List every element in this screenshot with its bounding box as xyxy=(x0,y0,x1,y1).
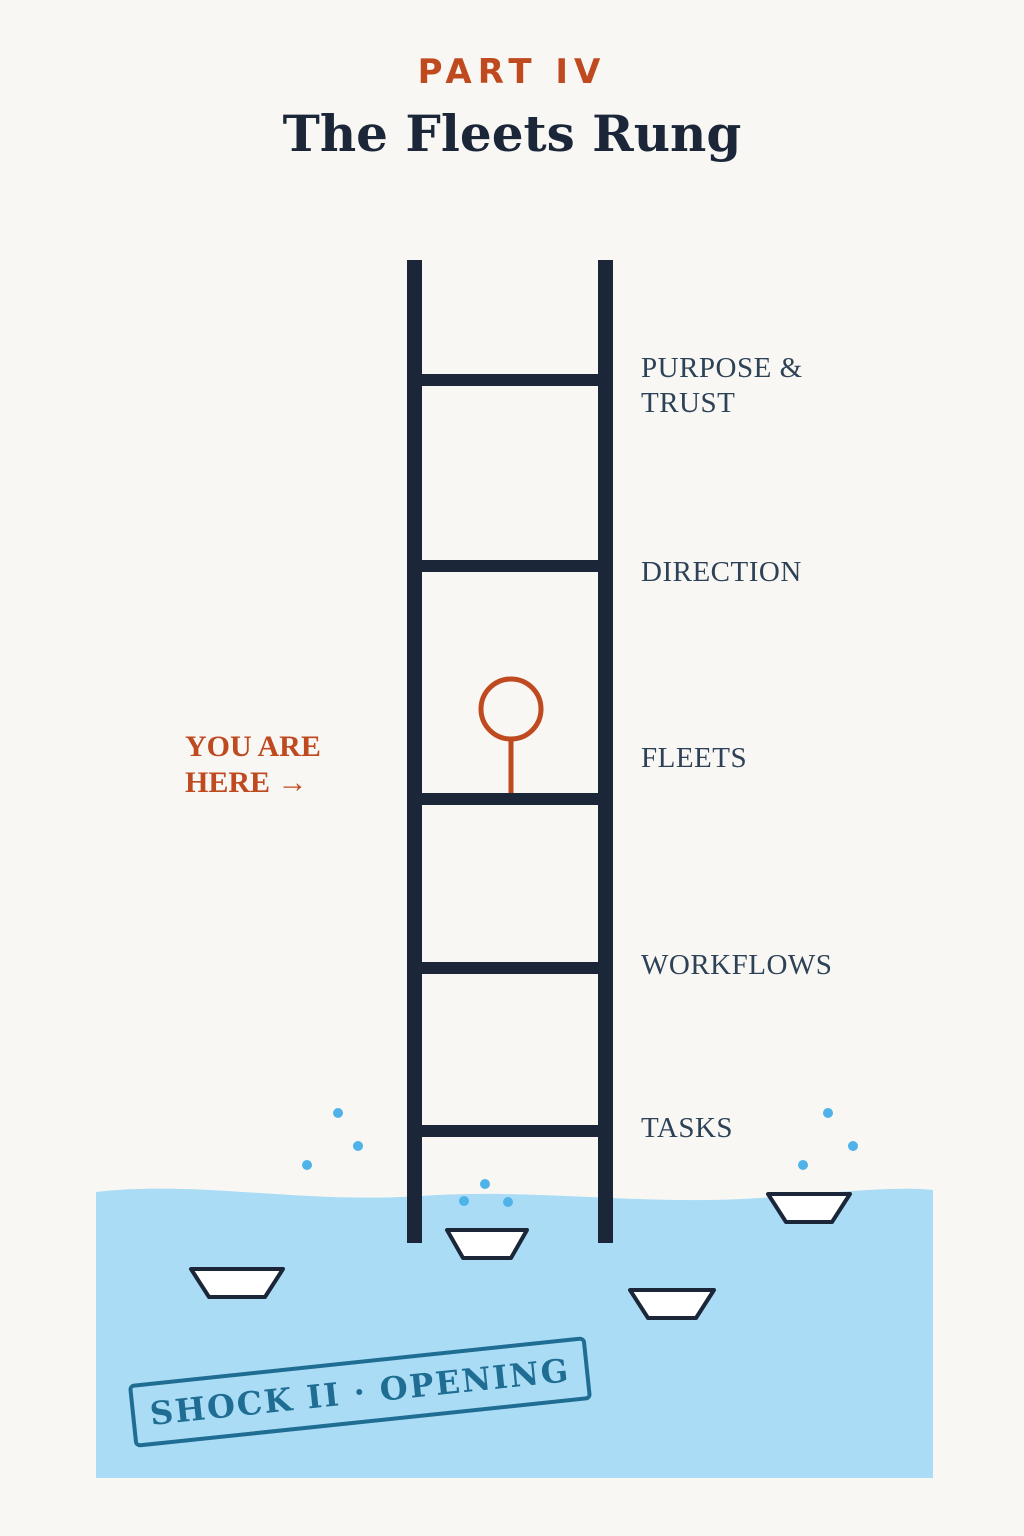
paper-boat-icon xyxy=(445,1228,529,1260)
droplet xyxy=(848,1141,858,1151)
part-kicker: PART IV xyxy=(417,52,607,92)
droplet xyxy=(503,1197,513,1207)
you-are-here-line: YOU ARE xyxy=(185,730,321,763)
droplet xyxy=(480,1179,490,1189)
droplet xyxy=(302,1160,312,1170)
rung-purpose-trust xyxy=(414,374,606,386)
rung-tasks xyxy=(414,1125,606,1137)
location-pin-icon xyxy=(478,676,544,793)
rung-label-line: TRUST xyxy=(641,387,736,419)
paper-boat-icon xyxy=(766,1192,852,1224)
rung-fleets xyxy=(414,793,606,805)
ladder-right-rail xyxy=(598,260,613,1243)
rung-label-direction: DIRECTION xyxy=(641,556,802,588)
ladder-left-rail xyxy=(407,260,422,1243)
rung-label-purpose-trust: PURPOSE & TRUST xyxy=(641,351,803,421)
you-are-here-label: YOU ARE HERE → xyxy=(185,729,321,801)
droplet xyxy=(798,1160,808,1170)
rung-label-fleets: FLEETS xyxy=(641,742,748,774)
droplet xyxy=(333,1108,343,1118)
water xyxy=(96,1188,933,1478)
paper-boat-icon xyxy=(189,1267,285,1299)
rung-label-tasks: TASKS xyxy=(641,1112,734,1144)
droplet xyxy=(823,1108,833,1118)
rung-direction xyxy=(414,560,606,572)
you-are-here-line: HERE → xyxy=(185,766,308,799)
droplets xyxy=(302,1108,858,1207)
droplet xyxy=(459,1196,469,1206)
paper-boat-icon xyxy=(628,1288,716,1320)
rung-label-line: PURPOSE & xyxy=(641,352,803,384)
page-title: The Fleets Rung xyxy=(282,104,742,163)
rung-workflows xyxy=(414,962,606,974)
droplet xyxy=(353,1141,363,1151)
rung-label-workflows: WORKFLOWS xyxy=(641,949,833,981)
